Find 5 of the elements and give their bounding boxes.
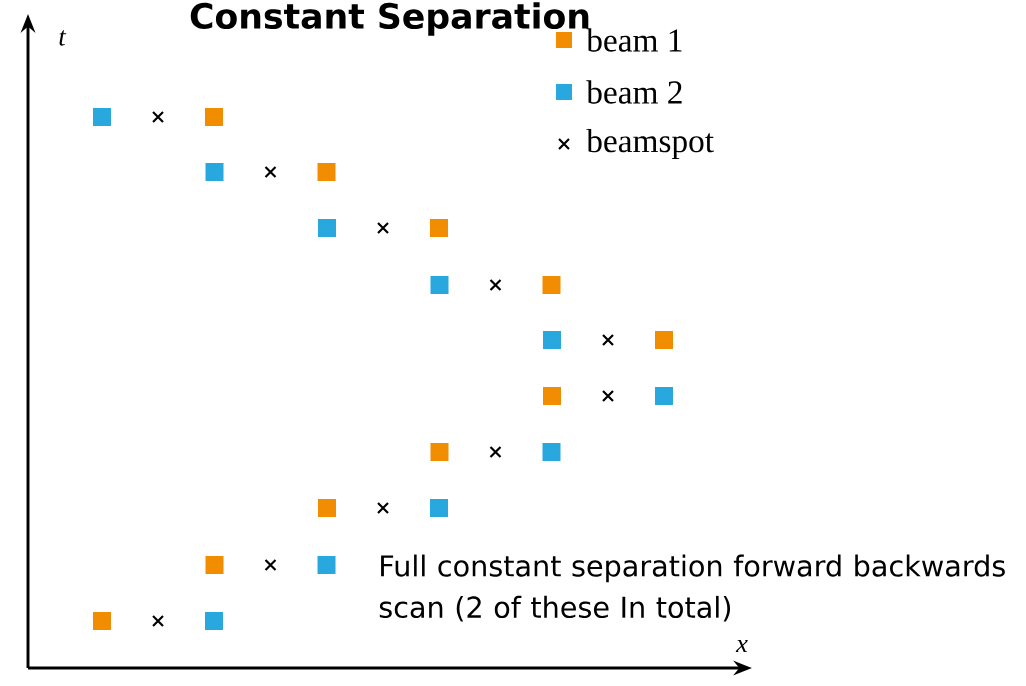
axis-label: x (735, 639, 748, 653)
axis-label: t (59, 30, 67, 46)
legend-label: beamspot (586, 128, 714, 160)
legend-label: beam 2 (586, 80, 682, 104)
annotation: Full constant separation forward backwards scan (2 of these In total) (379, 554, 1005, 622)
